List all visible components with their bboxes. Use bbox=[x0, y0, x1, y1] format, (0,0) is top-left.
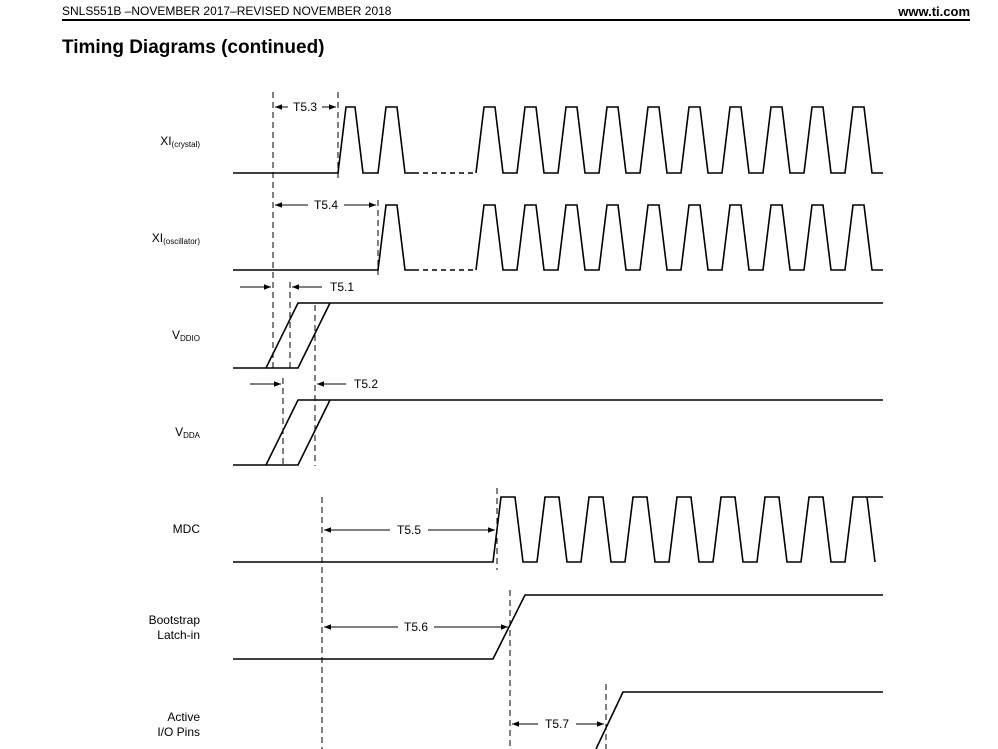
waveform-vdda-late bbox=[266, 399, 331, 466]
label-latch-in: Latch-in bbox=[157, 628, 200, 642]
page-title: Timing Diagrams (continued) bbox=[62, 37, 325, 58]
waveform-xi-oscillator-start bbox=[233, 204, 414, 271]
timing-label-t51: T5.1 bbox=[330, 280, 354, 294]
timing-label-t52: T5.2 bbox=[354, 377, 378, 391]
label-mdc: MDC bbox=[173, 522, 201, 536]
waveform-xi-crystal-start bbox=[233, 106, 414, 174]
timing-label-t56: T5.6 bbox=[404, 620, 428, 634]
waveform-vddio bbox=[233, 302, 883, 369]
label-io-pins: I/O Pins bbox=[157, 725, 200, 739]
waveform-xi-crystal-clock bbox=[475, 106, 883, 174]
waveform-vddio-late bbox=[266, 302, 331, 369]
label-bootstrap: Bootstrap bbox=[149, 613, 201, 627]
header-rule bbox=[62, 19, 970, 21]
label-vddio: VDDIO bbox=[172, 328, 200, 343]
label-xi-crystal: XI(crystal) bbox=[160, 134, 200, 149]
label-active: Active bbox=[167, 710, 200, 724]
timing-label-t57: T5.7 bbox=[545, 717, 569, 731]
site-link[interactable]: www.ti.com bbox=[898, 4, 970, 19]
label-vdda: VDDA bbox=[175, 425, 201, 440]
waveform-mdc bbox=[233, 496, 883, 563]
waveform-xi-oscillator-clock bbox=[475, 204, 883, 271]
timing-label-t53: T5.3 bbox=[293, 100, 317, 114]
timing-label-t54: T5.4 bbox=[314, 198, 338, 212]
waveform-vdda bbox=[233, 399, 883, 466]
document-id: SNLS551B –NOVEMBER 2017–REVISED NOVEMBER… bbox=[62, 4, 392, 18]
waveform-active-io bbox=[595, 691, 883, 749]
waveform-bootstrap bbox=[233, 594, 883, 660]
timing-label-t55: T5.5 bbox=[397, 523, 421, 537]
label-xi-oscillator: XI(oscillator) bbox=[152, 231, 201, 246]
